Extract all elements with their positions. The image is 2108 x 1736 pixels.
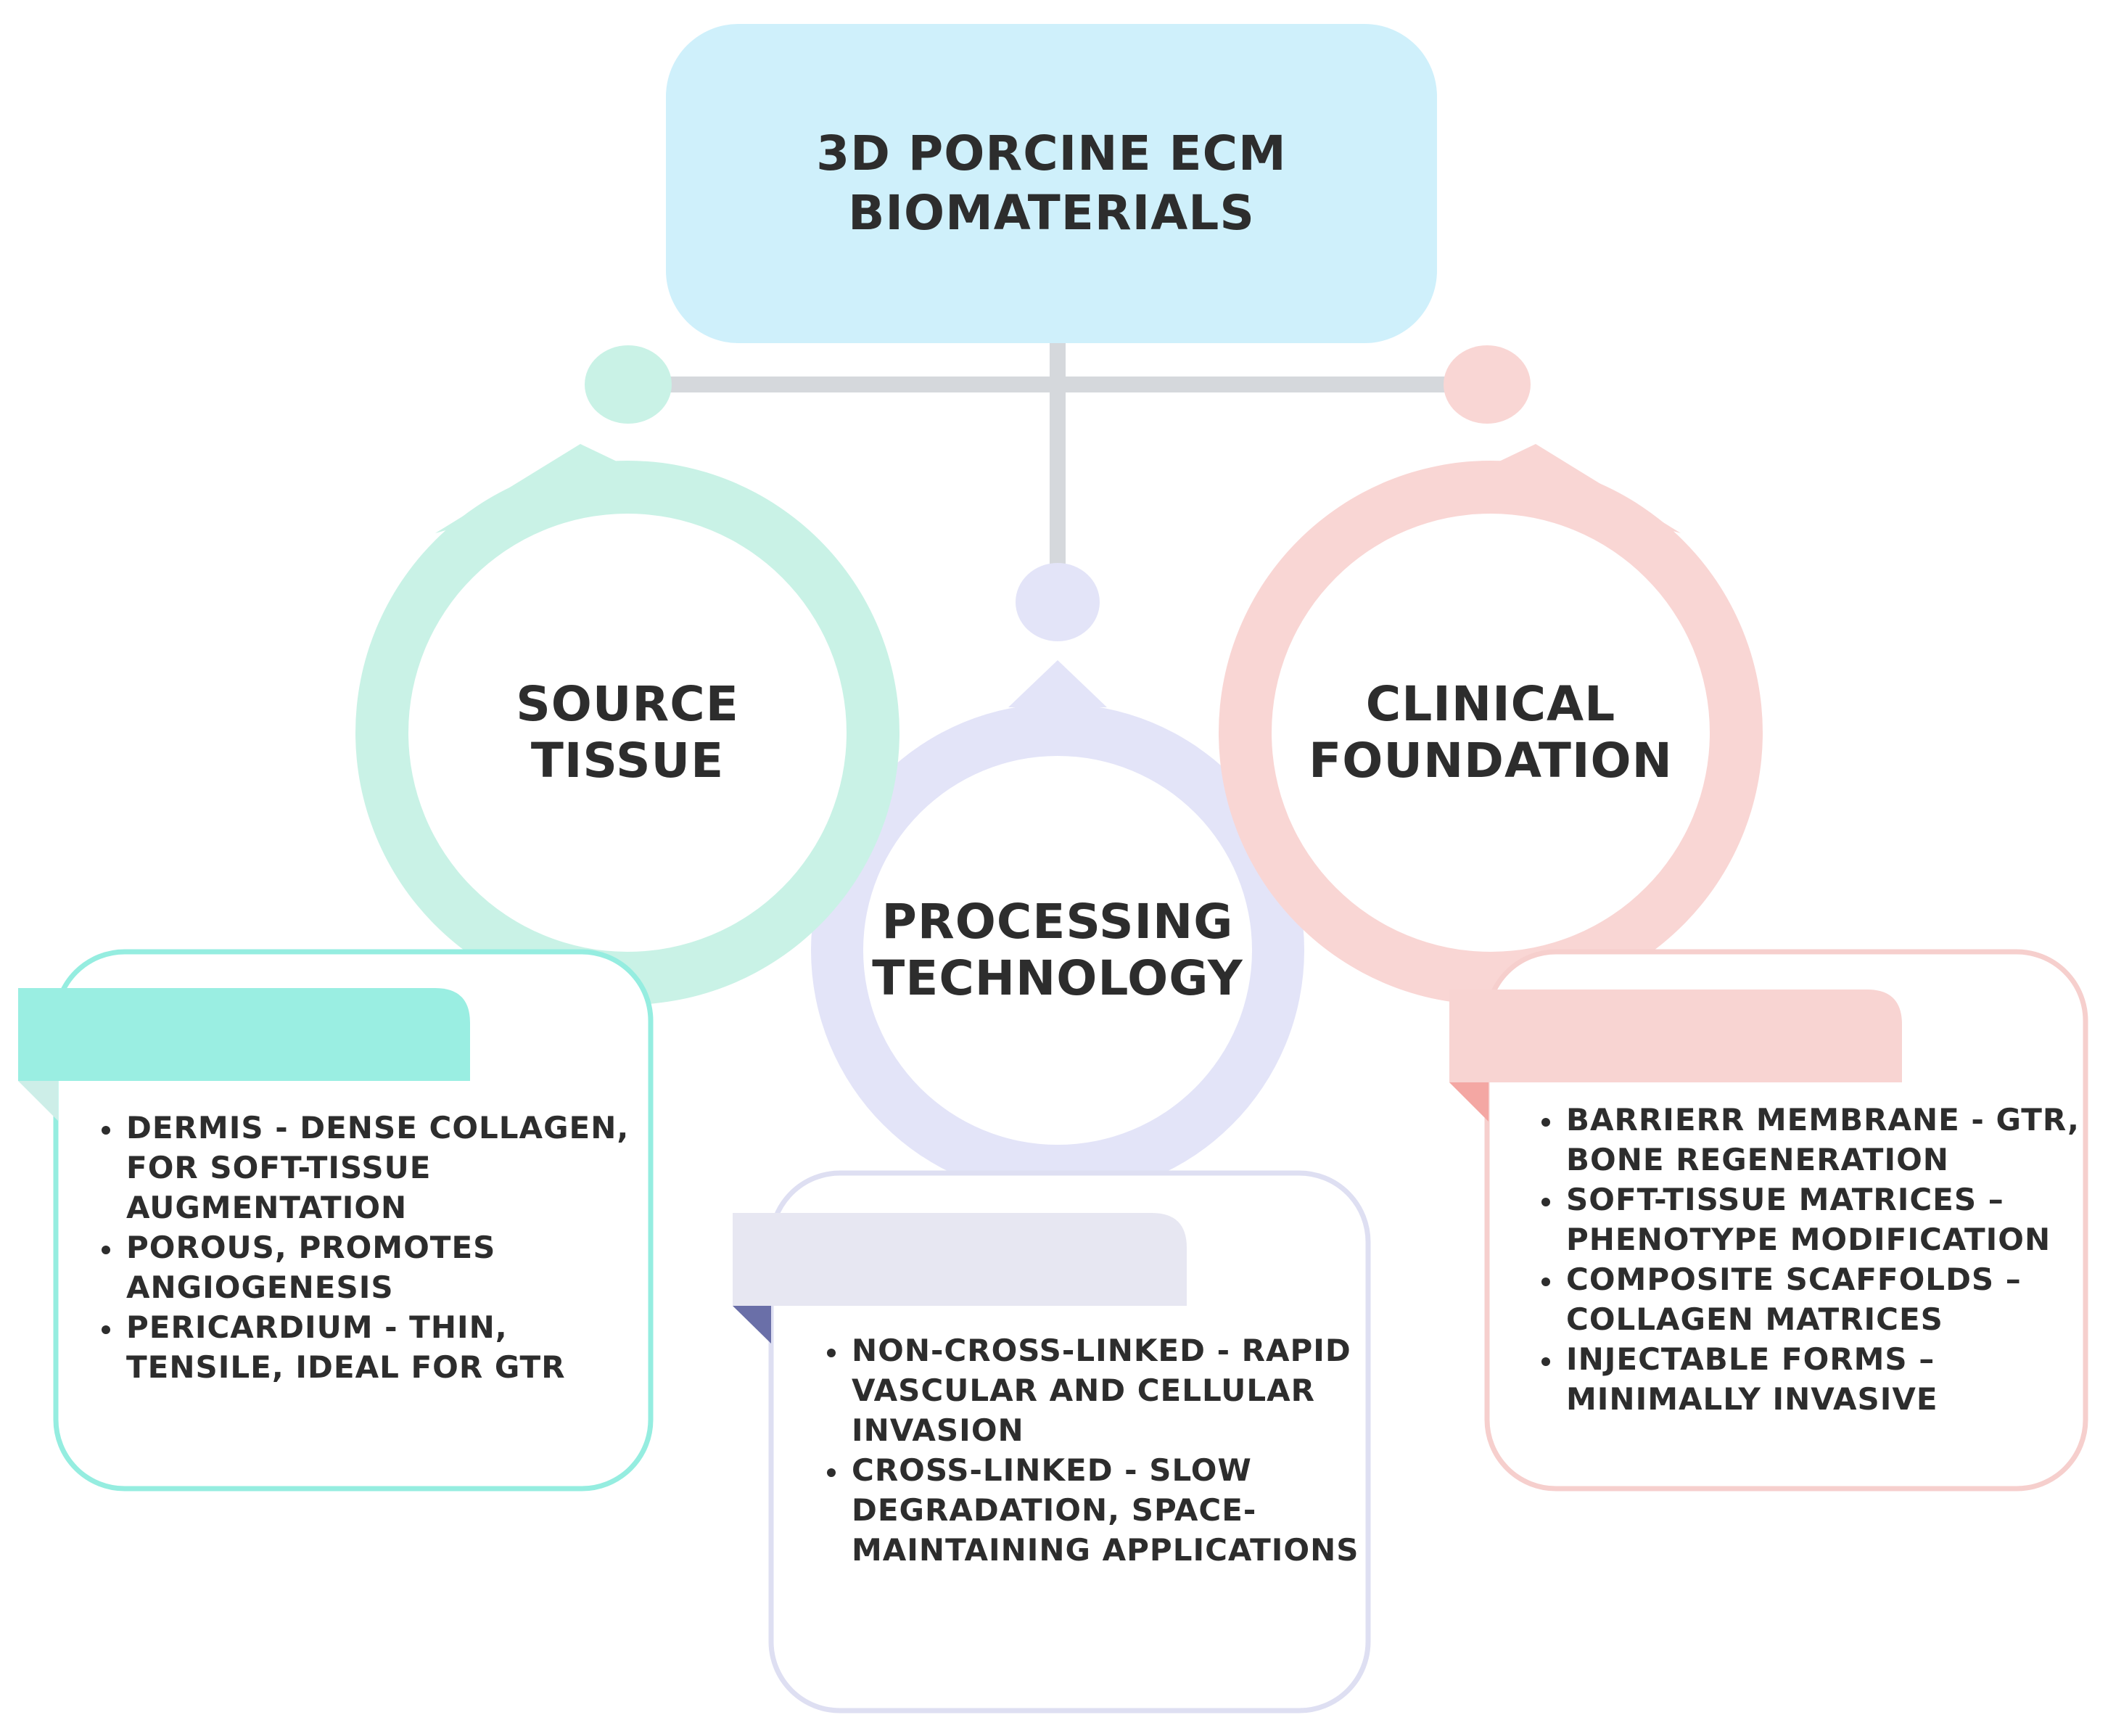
clinical-foundation-label: CLINICAL FOUNDATION (1309, 676, 1673, 789)
clinical-connector-dot (1444, 345, 1531, 424)
title-box: 3D PORCINE ECM BIOMATERIALS (666, 24, 1437, 343)
processing-technology-label: PROCESSING TECHNOLOGY (872, 894, 1243, 1006)
title-line-2: BIOMATERIALS (848, 185, 1255, 241)
source-tissue-label: SOURCE TISSUE (516, 676, 739, 789)
list-item: BARRIERR MEMBRANE - GTR, BONE REGENERATI… (1563, 1100, 2108, 1180)
processing-card (733, 1170, 1371, 1714)
source-connector-dot (585, 345, 672, 424)
clinical-card (1449, 949, 2088, 1492)
processing-connector-dot (1016, 563, 1100, 641)
processing-technology-list: NON-CROSS-LINKED - RAPID VASCULAR AND CE… (805, 1330, 1378, 1570)
source-card (18, 949, 654, 1492)
title-line-1: 3D PORCINE ECM (816, 126, 1287, 181)
list-item: PERICARDIUM - THIN, TENSILE, IDEAL FOR G… (123, 1307, 646, 1387)
clinical-foundation-list: BARRIERR MEMBRANE - GTR, BONE REGENERATI… (1520, 1100, 2108, 1419)
source-tissue-list: DERMIS - DENSE COLLAGEN, FOR SOFT-TISSUE… (80, 1108, 646, 1387)
list-item: SOFT-TISSUE MATRICES – PHENOTYPE MODIFIC… (1563, 1180, 2108, 1259)
list-item: INJECTABLE FORMS – MINIMALLY INVASIVE (1563, 1339, 2108, 1419)
diagram-title: 3D PORCINE ECM BIOMATERIALS (776, 124, 1327, 243)
list-item: COMPOSITE SCAFFOLDS – COLLAGEN MATRICES (1563, 1259, 2108, 1339)
list-item: DERMIS - DENSE COLLAGEN, FOR SOFT-TISSUE… (123, 1108, 646, 1227)
list-item: NON-CROSS-LINKED - RAPID VASCULAR AND CE… (849, 1330, 1378, 1450)
list-item: POROUS, PROMOTES ANGIOGENESIS (123, 1227, 646, 1307)
clinical-ring (1219, 444, 1763, 1005)
source-ring (355, 444, 899, 1005)
list-item: CROSS-LINKED - SLOW DEGRADATION, SPACE-M… (849, 1450, 1378, 1570)
processing-ring (811, 660, 1304, 1197)
